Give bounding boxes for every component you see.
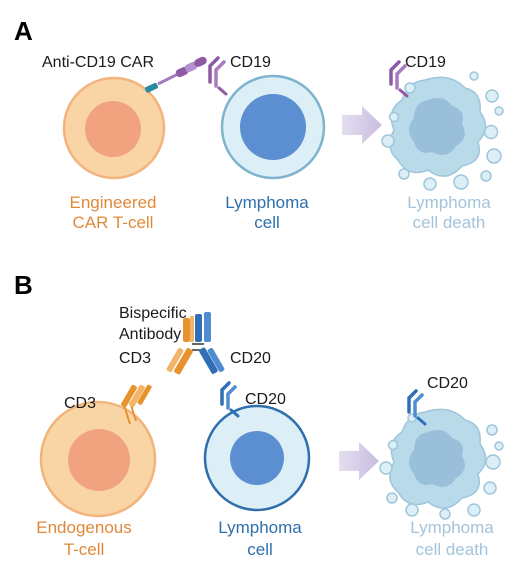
t-cell-nucleus (68, 429, 130, 491)
lymphoma-cell-b-nucleus (230, 431, 284, 485)
panel-b: B Bispecific Antibody CD3 CD20 (14, 270, 504, 559)
lymphoma-cell-a (220, 74, 326, 180)
cd20-dying-antigen-icon (407, 389, 427, 426)
bispecific-antibody-icon (166, 312, 225, 375)
cell-death-caption-a-line1: Lymphoma (407, 193, 491, 212)
cd20-lymphoma-label: CD20 (245, 391, 286, 408)
transition-arrow-b (339, 442, 379, 480)
cell-death-caption-b-line1: Lymphoma (410, 518, 494, 537)
cell-death-caption-a-line2: cell death (413, 213, 486, 232)
panel-a-letter: A (14, 16, 33, 46)
bispecific-label-line1: Bispecific (119, 305, 187, 322)
cd3-receptor-icon (121, 384, 152, 425)
cd19-dying-antigen-icon (389, 60, 409, 98)
car-t-cell (62, 76, 166, 180)
lymphoma-caption-b-line2: cell (247, 540, 273, 559)
transition-arrow-a (342, 106, 382, 144)
car-t-cell-nucleus (85, 101, 141, 157)
cd19-antigen-icon (208, 56, 228, 96)
panel-a: A Anti-CD19 CAR CD19 (14, 16, 504, 232)
cd19-dying-label: CD19 (405, 54, 446, 71)
cell-death-caption-b-line2: cell death (416, 540, 489, 559)
panel-b-letter: B (14, 270, 33, 300)
car-label: Anti-CD19 CAR (42, 54, 154, 71)
t-cell-caption-line1: Endogenous (36, 518, 131, 537)
cd3-tcell-label: CD3 (64, 395, 96, 412)
bispecific-cd20-label: CD20 (230, 350, 271, 367)
car-t-cell-caption-line1: Engineered (70, 193, 157, 212)
car-t-cell-caption-line2: CAR T-cell (73, 213, 154, 232)
bispecific-cd3-label: CD3 (119, 350, 151, 367)
lymphoma-caption-b-line1: Lymphoma (218, 518, 302, 537)
lymphoma-cell-b (203, 404, 311, 512)
bispecific-label-line2: Antibody (119, 326, 181, 343)
car-receptor-icon (144, 56, 207, 93)
lymphoma-cell-nucleus (240, 94, 306, 160)
cd20-dying-label: CD20 (427, 375, 468, 392)
cd19-label: CD19 (230, 54, 271, 71)
lymphoma-caption-a-line2: cell (254, 213, 280, 232)
dying-cell-b (379, 408, 504, 520)
dying-cell-a (381, 71, 504, 191)
t-cell-caption-line2: T-cell (64, 540, 105, 559)
cd20-antigen-icon (220, 381, 240, 418)
lymphoma-caption-a-line1: Lymphoma (225, 193, 309, 212)
endogenous-t-cell (39, 400, 157, 518)
